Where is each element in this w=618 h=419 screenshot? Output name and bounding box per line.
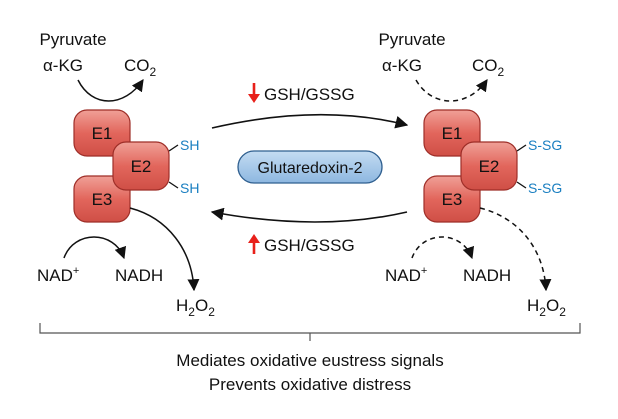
center-transition: GSH/GSSG Glutaredoxin-2 GSH/GSSG xyxy=(210,83,409,255)
left-akg-label: α-KG xyxy=(43,56,83,75)
left-nad-arc xyxy=(63,236,127,260)
right-thiol-bottom-label: S-SG xyxy=(528,180,562,196)
right-e2-box xyxy=(460,141,518,191)
left-e1-box xyxy=(73,109,131,157)
left-nadh-label: NADH xyxy=(115,266,163,285)
glutaredoxin-pill xyxy=(237,150,383,184)
left-e2-box xyxy=(112,141,170,191)
left-h2o2-arrow xyxy=(129,207,200,292)
left-e1-label: E1 xyxy=(92,124,113,143)
right-substrate-arc xyxy=(415,79,488,102)
left-thiol-bottom-label: SH xyxy=(180,180,199,196)
right-h2o2-arrow xyxy=(479,207,552,292)
left-e3-label: E3 xyxy=(92,190,113,209)
left-thiol-bond-top xyxy=(168,144,179,152)
top-conversion-arrow xyxy=(211,113,409,129)
right-complex: Pyruvate α-KG CO2 E1 E2 E3 S-SG S-SG NAD… xyxy=(378,30,566,319)
summary-bracket xyxy=(39,323,581,341)
right-e1-label: E1 xyxy=(442,124,463,143)
right-thiol-bond-bottom xyxy=(516,181,527,189)
left-h2o2-label: H2O2 xyxy=(176,296,215,319)
bracket-line xyxy=(39,323,581,334)
left-e3-box xyxy=(73,175,131,223)
left-e2-label: E2 xyxy=(131,157,152,176)
right-e3-label: E3 xyxy=(442,190,463,209)
right-nadh-label: NADH xyxy=(463,266,511,285)
right-thiol-bond-top xyxy=(516,144,527,152)
left-pyruvate-label: Pyruvate xyxy=(39,30,106,49)
left-thiol-bond-bottom xyxy=(168,181,179,189)
left-nad-label: NAD+ xyxy=(37,265,79,285)
right-e2-label: E2 xyxy=(479,157,500,176)
top-ratio-label: GSH/GSSG xyxy=(264,85,355,104)
bottom-conversion-arrow xyxy=(210,207,408,223)
right-nad-label: NAD+ xyxy=(385,265,427,285)
right-thiol-top-label: S-SG xyxy=(528,137,562,153)
top-red-down-arrow-icon xyxy=(248,94,260,103)
right-nad-arc xyxy=(411,236,475,260)
left-co2-label: CO2 xyxy=(124,56,157,79)
right-co2-label: CO2 xyxy=(472,56,505,79)
left-substrate-arc xyxy=(77,79,144,102)
caption-line-2: Prevents oxidative distress xyxy=(209,375,411,394)
right-akg-label: α-KG xyxy=(382,56,422,75)
left-thiol-top-label: SH xyxy=(180,137,199,153)
left-complex: Pyruvate α-KG CO2 E1 E2 E3 SH SH NAD+ NA… xyxy=(37,30,215,319)
right-h2o2-label: H2O2 xyxy=(527,296,566,319)
bottom-ratio-label: GSH/GSSG xyxy=(264,236,355,255)
caption-line-1: Mediates oxidative eustress signals xyxy=(176,351,443,370)
glutaredoxin-label: Glutaredoxin-2 xyxy=(258,160,363,177)
bottom-red-up-arrow-icon xyxy=(248,234,260,243)
right-pyruvate-label: Pyruvate xyxy=(378,30,445,49)
